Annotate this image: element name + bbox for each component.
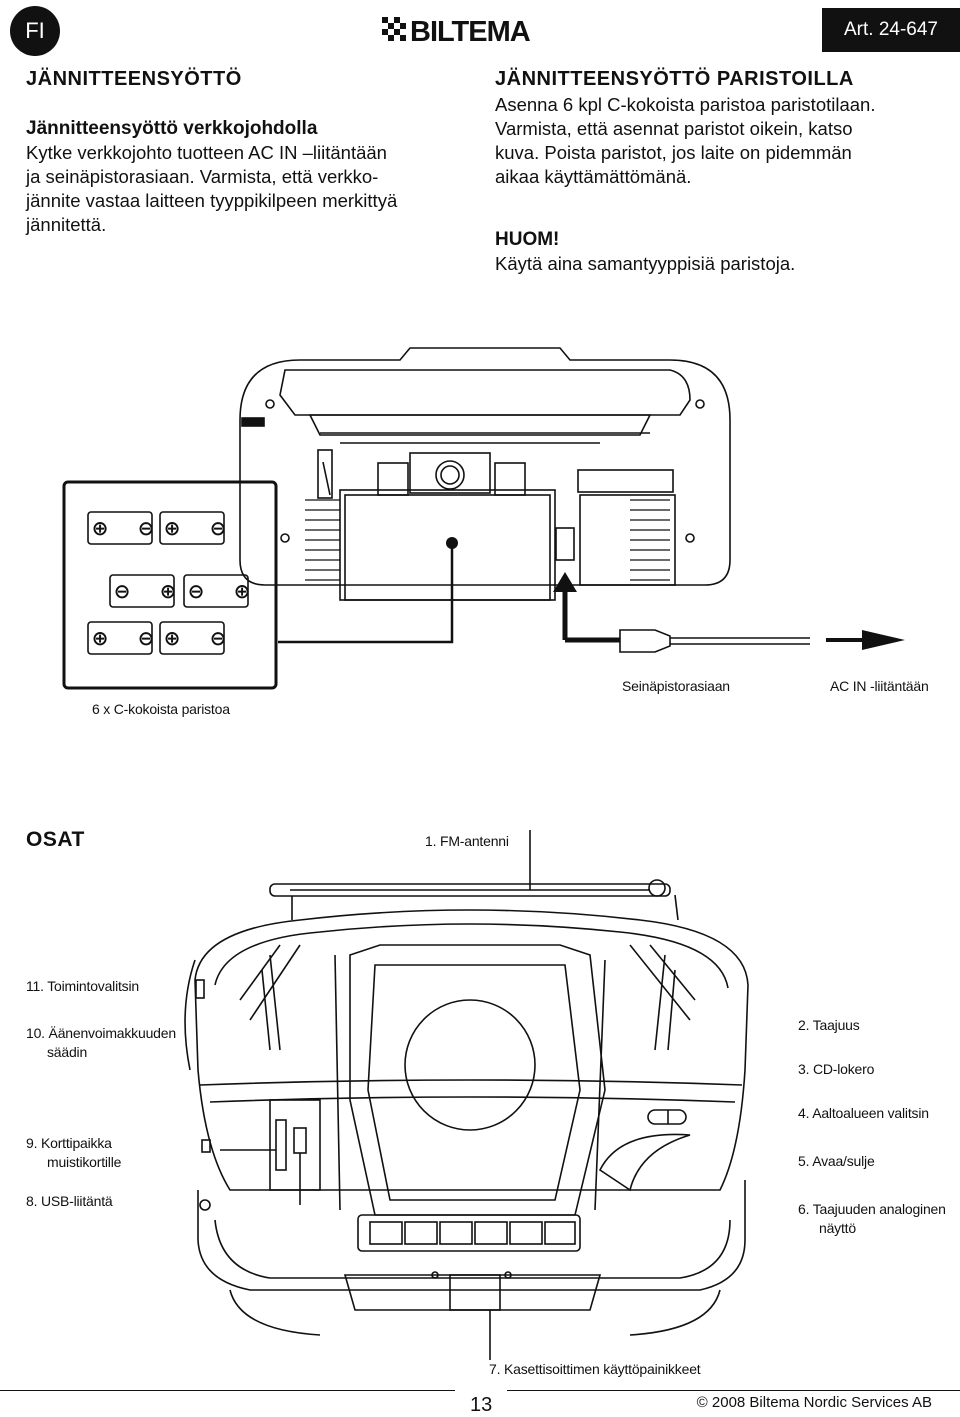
svg-text:⊕: ⊕ (164, 626, 181, 650)
svg-text:⊖: ⊖ (138, 516, 155, 540)
part-frequency: 2. Taajuus (798, 1017, 860, 1033)
battery-instructions: Asenna 6 kpl C-kokoista paristoa paristo… (495, 94, 876, 187)
wall-socket-label: Seinäpistorasiaan (622, 678, 730, 694)
section-title-power: JÄNNITTEENSYÖTTÖ (26, 68, 242, 90)
article-number: Art. 24-647 (822, 8, 960, 52)
svg-text:⊕: ⊕ (160, 579, 177, 603)
svg-text:⊕: ⊕ (234, 579, 251, 603)
part-function-selector: 11. Toimintovalitsin (26, 978, 139, 994)
language-badge: FI (10, 6, 60, 56)
battery-installation-figure: ⊕⊖ ⊕⊖ ⊖⊕ ⊖⊕ ⊕⊖ ⊕⊖ (62, 347, 905, 690)
part-frequency-display: 6. Taajuuden analoginen näyttö (798, 1201, 946, 1236)
svg-text:⊖: ⊖ (114, 579, 131, 603)
svg-text:⊕: ⊕ (92, 516, 109, 540)
svg-text:⊕: ⊕ (92, 626, 109, 650)
part-open-close: 5. Avaa/sulje (798, 1153, 875, 1169)
part-fm-antenna: 1. FM-antenni (425, 833, 509, 849)
svg-text:⊖: ⊖ (138, 626, 155, 650)
mains-instructions: Kytke verkkojohto tuotteen AC IN –liitän… (26, 142, 398, 235)
section-title-battery: JÄNNITTEENSYÖTTÖ PARISTOILLA (495, 68, 854, 90)
device-front-figure (184, 830, 749, 1360)
part-usb-port: 8. USB-liitäntä (26, 1193, 113, 1209)
part-cassette-buttons: 7. Kasettisoittimen käyttöpainikkeet (489, 1361, 701, 1377)
svg-text:⊕: ⊕ (164, 516, 181, 540)
page-number-box (455, 1390, 507, 1414)
biltema-logo: BILTEMA (382, 16, 532, 44)
part-card-slot: 9. Korttipaikka muistikortille (26, 1135, 122, 1170)
note-title: HUOM! (495, 229, 560, 250)
svg-text:⊖: ⊖ (188, 579, 205, 603)
ac-in-label: AC IN -liitäntään (830, 678, 929, 694)
svg-text:BILTEMA: BILTEMA (410, 16, 531, 44)
part-cd-tray: 3. CD-lokero (798, 1061, 875, 1077)
part-volume-control: 10. Äänenvoimakkuuden säädin (26, 1025, 176, 1060)
page-number: 13 (470, 1394, 493, 1416)
part-band-selector: 4. Aaltoalueen valitsin (798, 1105, 929, 1121)
parts-title: OSAT (26, 828, 85, 851)
svg-text:⊖: ⊖ (210, 626, 227, 650)
copyright: © 2008 Biltema Nordic Services AB (696, 1394, 932, 1411)
note-text: Käytä aina samantyyppisiä paristoja. (495, 253, 796, 274)
subtitle-mains-power: Jännitteensyöttö verkkojohdolla (26, 118, 318, 139)
batteries-label: 6 x C-kokoista paristoa (92, 701, 230, 717)
svg-text:⊖: ⊖ (210, 516, 227, 540)
